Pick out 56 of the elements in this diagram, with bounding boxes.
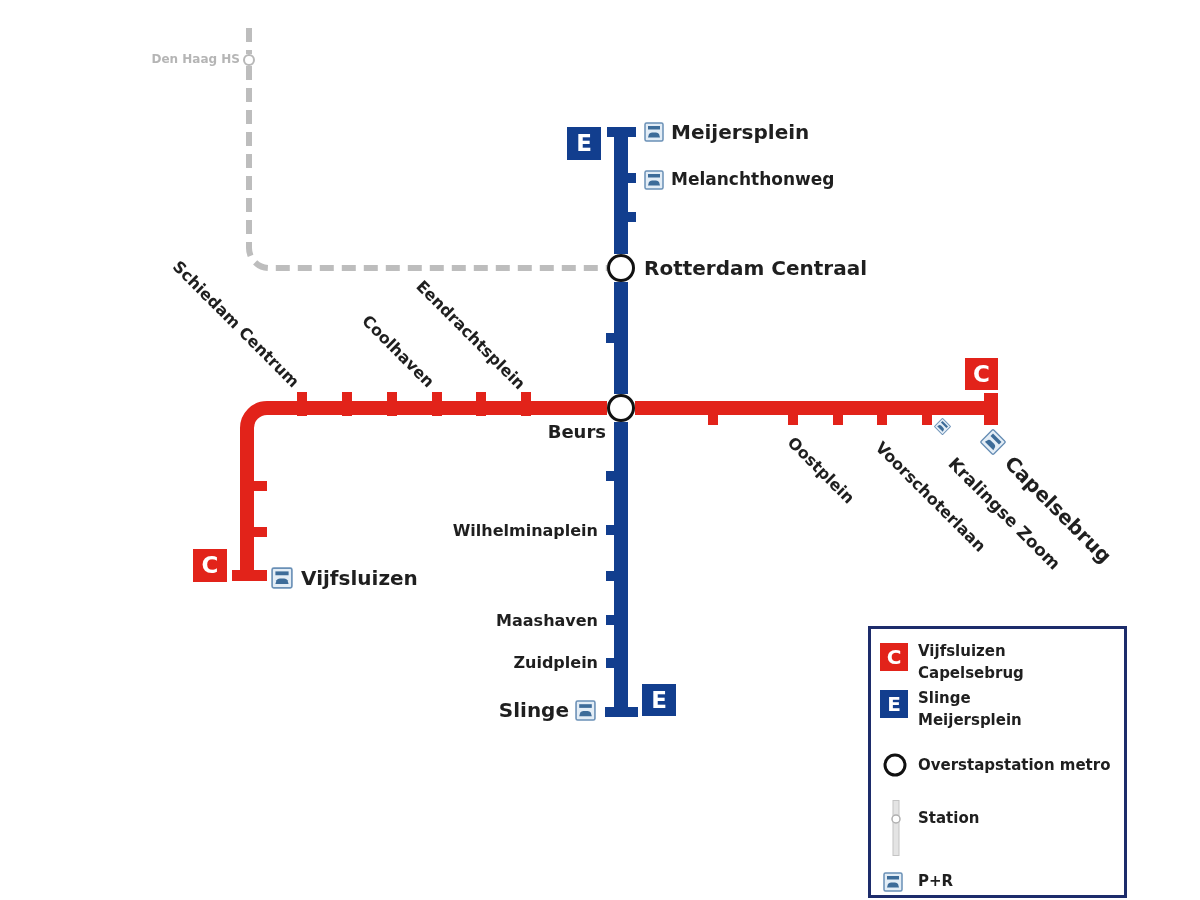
legend-text: Slinge Meijersplein: [918, 688, 1023, 731]
metro-line: [397, 401, 432, 415]
metro-line: [307, 401, 342, 415]
terminus-marker: [984, 393, 998, 425]
interchange-circle: [607, 394, 635, 422]
station-name: Wilhelminaplein: [452, 521, 598, 541]
metro-line: [887, 401, 922, 415]
metro-line: [614, 481, 628, 525]
line-badge: C: [880, 643, 908, 671]
metro-line: [614, 343, 628, 394]
interchange-circle: [607, 254, 635, 282]
metro-line: [614, 535, 628, 571]
line-badge: E: [567, 127, 601, 160]
station-circle: [243, 54, 255, 66]
metro-line: [614, 625, 628, 658]
metro-line: [240, 401, 297, 481]
metro-line: [352, 401, 387, 415]
metro-line: [614, 282, 628, 333]
metro-line: [442, 401, 476, 415]
line-badge: E: [642, 684, 676, 716]
station-name: Den Haag HS: [151, 53, 240, 67]
metro-line: [932, 401, 984, 415]
legend-text: P+R: [918, 871, 955, 892]
metro-line: [240, 537, 254, 570]
metro-line: [614, 422, 628, 471]
station-name: Meijersplein: [671, 120, 810, 144]
station-name: Vijfsluizen: [301, 566, 418, 590]
line-badge: C: [193, 549, 227, 582]
terminus-marker: [605, 707, 638, 717]
rail-line: [246, 66, 607, 271]
metro-line: [614, 183, 628, 212]
legend-text: Station: [918, 808, 981, 829]
station-name: Zuidplein: [513, 653, 598, 673]
terminus-marker: [232, 570, 267, 581]
metro-line: [614, 222, 628, 254]
metro-line: [718, 401, 788, 415]
station-name: Slinge: [498, 698, 569, 722]
terminus-marker: [607, 127, 636, 137]
metro-line: [843, 401, 877, 415]
metro-line: [531, 401, 607, 415]
line-badge: E: [880, 690, 908, 718]
metro-line: [614, 668, 628, 707]
legend-text: Overstapstation metro: [918, 755, 1111, 776]
station-name: Beurs: [547, 421, 606, 443]
legend-text: Vijfsluizen Capelsebrug: [918, 641, 1025, 684]
metro-line: [240, 491, 254, 527]
rail-line: [246, 28, 252, 54]
station-name: Maashaven: [496, 611, 598, 631]
station-name: Melanchthonweg: [671, 170, 835, 190]
metro-line: [635, 401, 708, 415]
line-badge: C: [965, 358, 998, 390]
metro-line: [486, 401, 521, 415]
station-name: Rotterdam Centraal: [644, 256, 868, 280]
metro-line: [614, 581, 628, 615]
metro-line: [614, 137, 628, 173]
metro-line: [798, 401, 833, 415]
